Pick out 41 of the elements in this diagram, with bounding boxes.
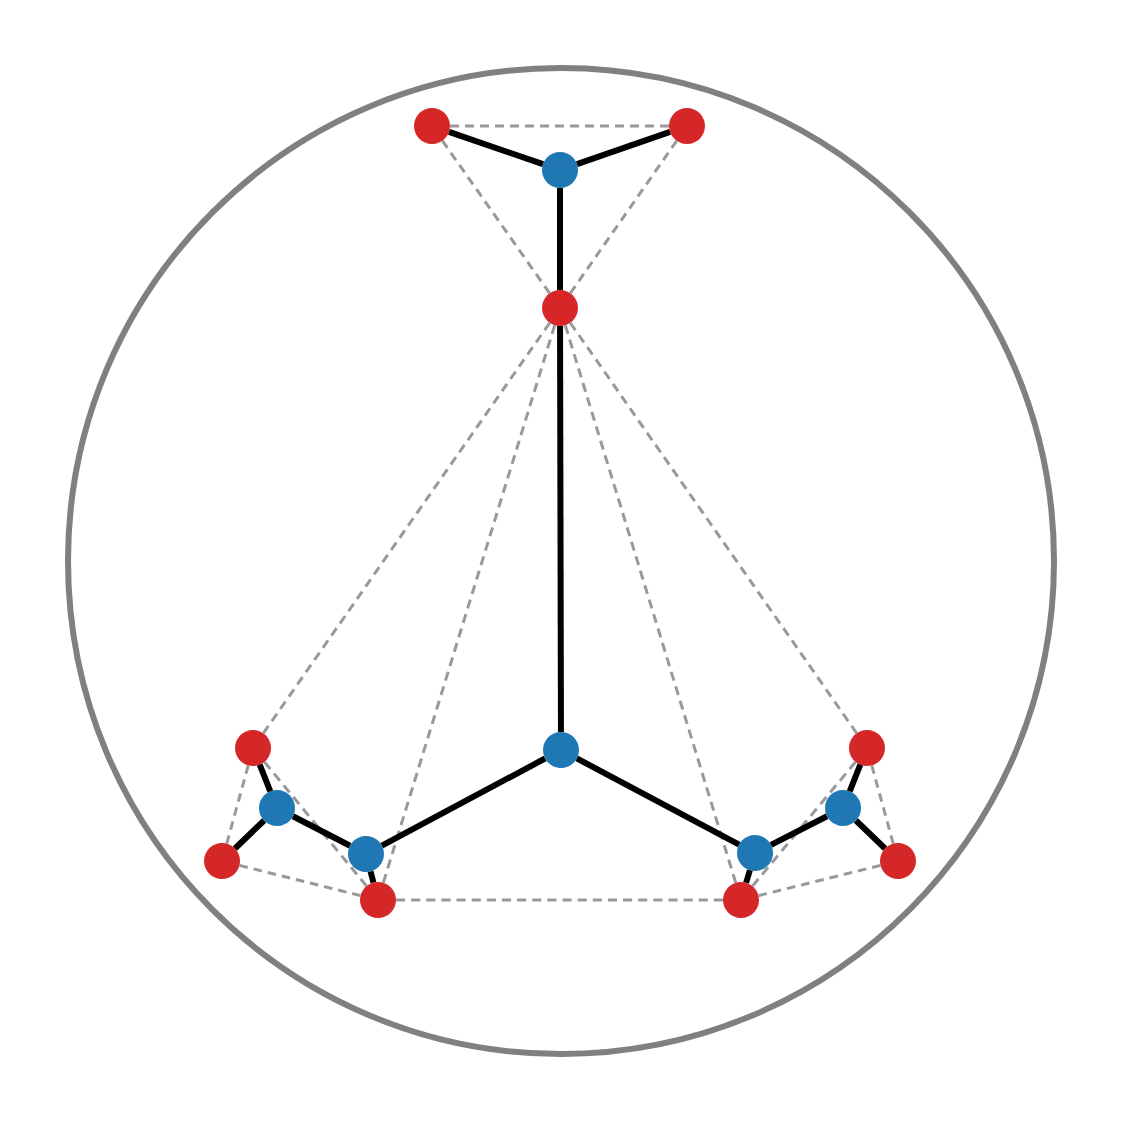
dashed-line: [450, 124, 669, 128]
node-dot: [543, 732, 579, 768]
edge-line: [232, 818, 267, 851]
dashed-line: [263, 760, 368, 888]
edge-line: [846, 763, 864, 793]
dashed-line: [396, 898, 723, 902]
edge-line: [575, 755, 741, 848]
node-dot: [414, 108, 450, 144]
node-dot: [669, 108, 705, 144]
edge-line: [448, 129, 544, 167]
dashed-line: [751, 760, 857, 888]
dashed-line: [569, 139, 678, 295]
edge-line: [769, 813, 829, 848]
dashed-line: [225, 764, 250, 845]
edge-line: [380, 755, 547, 849]
node-dot: [360, 882, 396, 918]
dashed-line: [381, 324, 557, 884]
dashed-line: [758, 863, 881, 898]
edge-line: [853, 818, 888, 851]
node-dot: [723, 882, 759, 918]
node-dot: [542, 152, 578, 188]
node-dot: [204, 843, 240, 879]
edge-line: [367, 870, 377, 884]
node-dot: [849, 730, 885, 766]
dashed-line: [441, 139, 551, 295]
edge-line: [743, 869, 753, 884]
dashed-line: [262, 321, 551, 735]
node-dot: [737, 835, 773, 871]
dashed-line: [569, 321, 858, 735]
node-dot: [259, 790, 295, 826]
dashed-line: [563, 324, 738, 884]
edge-line: [291, 813, 352, 849]
edge-line: [576, 129, 671, 167]
node-dot: [880, 843, 916, 879]
edge-line: [256, 763, 274, 793]
node-dot: [235, 730, 271, 766]
node-dot: [825, 790, 861, 826]
dashed-line: [239, 863, 361, 898]
node-dot: [348, 836, 384, 872]
dashed-line: [870, 764, 895, 845]
node-dot: [542, 290, 578, 326]
